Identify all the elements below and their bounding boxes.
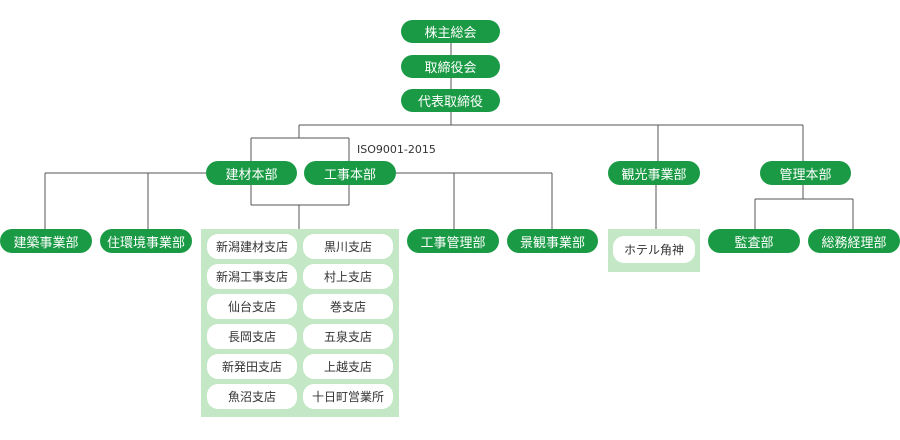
general-affairs-accounting-dept-box: 総務経理部 <box>808 229 900 253</box>
construction-management-dept-box: 工事管理部 <box>407 229 499 253</box>
branch-box: 上越支店 <box>303 354 393 379</box>
branch-box: 長岡支店 <box>207 324 297 349</box>
hotel-box: ホテル角神 <box>613 236 695 263</box>
iso-certification-label: ISO9001-2015 <box>357 143 436 156</box>
branch-box: 仙台支店 <box>207 294 297 319</box>
housing-environment-division-box: 住環境事業部 <box>100 229 192 253</box>
branch-box: 五泉支店 <box>303 324 393 349</box>
audit-dept-box: 監査部 <box>708 229 800 253</box>
branch-box: 新発田支店 <box>207 354 297 379</box>
branch-box: 新潟工事支店 <box>207 264 297 289</box>
construction-hq-box: 工事本部 <box>304 161 396 185</box>
landscape-division-box: 景観事業部 <box>507 229 598 253</box>
building-division-box: 建築事業部 <box>0 229 92 253</box>
branch-box: 十日町営業所 <box>303 384 393 409</box>
branch-box: 黒川支店 <box>303 234 393 259</box>
branch-box: 魚沼支店 <box>207 384 297 409</box>
representative-director-box: 代表取締役 <box>401 89 500 112</box>
branch-box: 巻支店 <box>303 294 393 319</box>
branch-box: 村上支店 <box>303 264 393 289</box>
materials-hq-box: 建材本部 <box>206 161 297 185</box>
management-hq-box: 管理本部 <box>760 161 851 185</box>
shareholders-meeting-box: 株主総会 <box>401 20 500 43</box>
tourism-division-box: 観光事業部 <box>608 161 700 185</box>
branch-box: 新潟建材支店 <box>207 234 297 259</box>
board-of-directors-box: 取締役会 <box>401 55 500 78</box>
